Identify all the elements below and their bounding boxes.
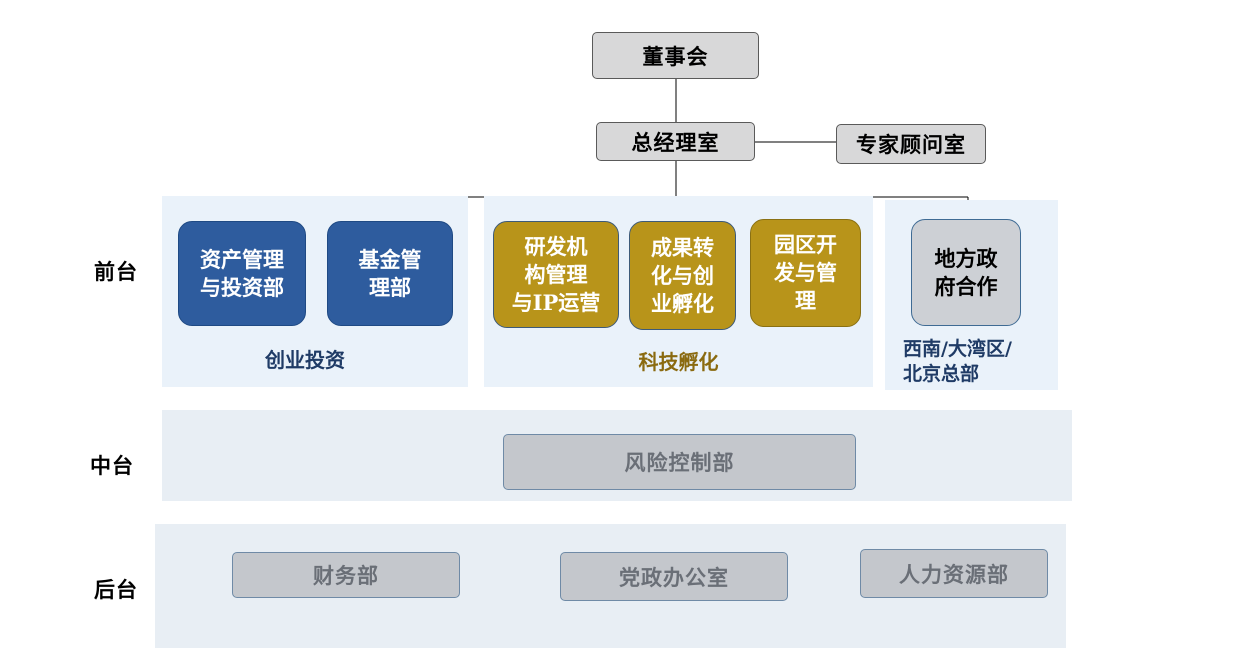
asset-management-label: 资产管理 与投资部 bbox=[200, 246, 284, 300]
finance-label: 财务部 bbox=[313, 563, 379, 588]
venture-caption: 创业投资 bbox=[265, 348, 345, 372]
board-label: 董事会 bbox=[642, 43, 709, 69]
tier-label-middle: 中台 bbox=[90, 453, 134, 478]
party-admin-office-unit: 党政办公室 bbox=[560, 552, 788, 601]
fund-management-unit: 基金管 理部 bbox=[327, 221, 453, 326]
hr-label: 人力资源部 bbox=[899, 561, 1009, 587]
risk-control-label: 风险控制部 bbox=[624, 450, 735, 475]
rd-ip-unit: 研发机 构管理 与IP运营 bbox=[493, 221, 619, 328]
fund-management-label: 基金管 理部 bbox=[358, 246, 422, 300]
park-development-label: 园区开 发与管 理 bbox=[774, 232, 837, 313]
park-development-unit: 园区开 发与管 理 bbox=[750, 219, 861, 327]
local-government-label: 地方政 府合作 bbox=[934, 245, 998, 299]
tier-label-front: 前台 bbox=[94, 259, 138, 284]
expert-office-label: 专家顾问室 bbox=[856, 132, 966, 157]
local-government-unit: 地方政 府合作 bbox=[911, 219, 1021, 326]
tier-label-back: 后台 bbox=[94, 577, 138, 602]
tech-caption: 科技孵化 bbox=[638, 350, 719, 374]
expert-office-box: 专家顾问室 bbox=[836, 124, 986, 164]
incubation-label: 成果转 化与创 业孵化 bbox=[651, 234, 714, 316]
party-admin-office-label: 党政办公室 bbox=[619, 564, 729, 590]
rd-ip-label: 研发机 构管理 与IP运营 bbox=[511, 233, 601, 315]
regional-hq-caption: 西南/大湾区/ 北京总部 bbox=[903, 338, 1012, 385]
risk-control-unit: 风险控制部 bbox=[503, 434, 856, 490]
board-box: 董事会 bbox=[592, 32, 759, 79]
gm-office-label: 总经理室 bbox=[631, 129, 720, 155]
gm-office-box: 总经理室 bbox=[596, 122, 755, 161]
hr-unit: 人力资源部 bbox=[860, 549, 1048, 598]
incubation-unit: 成果转 化与创 业孵化 bbox=[629, 221, 736, 330]
finance-unit: 财务部 bbox=[232, 552, 460, 598]
asset-management-unit: 资产管理 与投资部 bbox=[178, 221, 306, 326]
